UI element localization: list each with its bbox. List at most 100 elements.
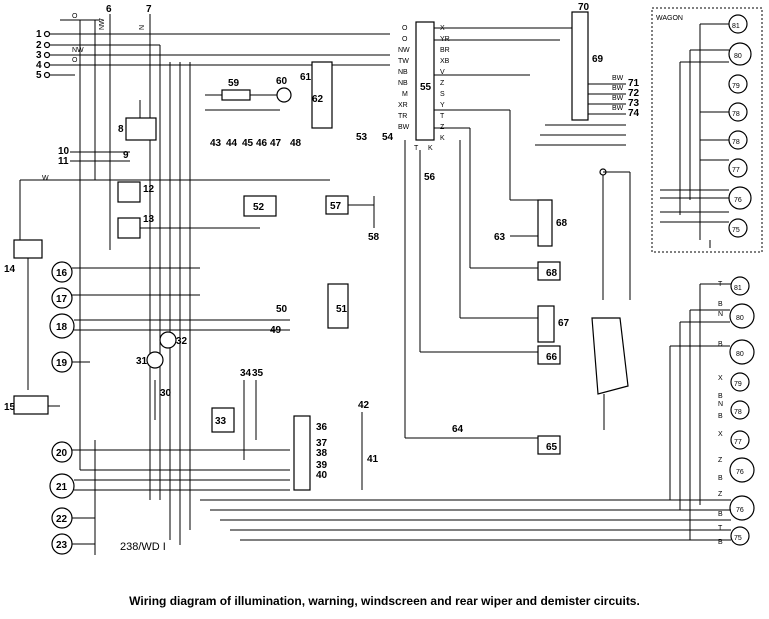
svg-text:81: 81	[734, 285, 742, 292]
connector-55-right-codes: X YR BR XB V Z S Y T Z K	[440, 25, 450, 142]
svg-text:43: 43	[210, 138, 222, 149]
svg-text:77: 77	[734, 439, 742, 446]
component-15: 15	[4, 395, 60, 415]
lamp-21: 21	[49, 473, 290, 499]
svg-text:54: 54	[382, 132, 394, 143]
svg-text:6: 6	[106, 4, 112, 15]
component-50: 60	[276, 76, 292, 103]
svg-text:BW: BW	[612, 75, 624, 82]
svg-text:8: 8	[118, 124, 124, 135]
connector-55-left-codes: O O NW NB TW NB M XR TR BW	[398, 25, 410, 131]
svg-text:B: B	[718, 511, 723, 518]
svg-text:18: 18	[56, 322, 68, 333]
component-8: 8	[118, 100, 157, 141]
svg-text:BR: BR	[440, 47, 450, 54]
svg-text:12: 12	[143, 184, 155, 195]
svg-text:T: T	[414, 145, 419, 152]
component-49: 59	[205, 78, 278, 101]
svg-text:34: 34	[240, 368, 252, 379]
right-lamp-codes: T B N B X B N B X Z B Z B T B	[718, 281, 723, 546]
svg-text:33: 33	[215, 416, 227, 427]
wagon-box	[651, 7, 763, 253]
svg-text:53: 53	[356, 132, 368, 143]
svg-text:Y: Y	[440, 102, 445, 109]
svg-text:41: 41	[367, 454, 379, 465]
svg-text:N: N	[718, 401, 723, 408]
svg-text:51: 51	[336, 304, 348, 315]
svg-text:48: 48	[290, 138, 302, 149]
svg-text:N: N	[139, 25, 146, 30]
top-wire-6: 6NW	[99, 4, 112, 250]
svg-text:V: V	[440, 69, 445, 76]
svg-text:O: O	[402, 36, 408, 43]
svg-text:20: 20	[56, 448, 68, 459]
lamp-23: 23	[51, 440, 96, 555]
svg-text:71: 71	[628, 78, 640, 89]
svg-text:76: 76	[736, 507, 744, 514]
svg-text:80: 80	[736, 351, 744, 358]
svg-text:T: T	[718, 525, 723, 532]
component-27: 33	[211, 407, 235, 433]
svg-text:B: B	[718, 539, 723, 546]
wiring-diagram: 1 2 3 4 5 10 11 O NW O W 6NW 7N 8 9 12 1…	[4, 2, 763, 555]
right-lamps: 81 80 80 79 78 77 76 76 75	[729, 276, 755, 546]
svg-text:70: 70	[578, 2, 590, 13]
svg-text:50: 50	[276, 304, 288, 315]
svg-text:78: 78	[732, 111, 740, 118]
terminal-5: 5	[36, 70, 75, 81]
svg-text:5: 5	[36, 70, 42, 81]
svg-text:76: 76	[734, 197, 742, 204]
svg-text:45: 45	[242, 138, 254, 149]
svg-text:49: 49	[270, 325, 282, 336]
svg-text:52: 52	[253, 202, 265, 213]
svg-text:56: 56	[424, 172, 436, 183]
svg-text:BW: BW	[612, 95, 624, 102]
component-12: 12	[117, 181, 155, 203]
svg-text:76: 76	[736, 469, 744, 476]
svg-text:32: 32	[176, 336, 188, 347]
main-connector-55: 55	[415, 21, 435, 141]
svg-text:44: 44	[226, 138, 238, 149]
svg-text:7: 7	[146, 4, 152, 15]
svg-text:65: 65	[546, 442, 558, 453]
component-62: 68	[537, 199, 568, 247]
svg-text:17: 17	[56, 294, 68, 305]
diagram-reference: 238/WD I	[120, 541, 166, 553]
svg-text:9: 9	[123, 150, 129, 161]
component-51-52: 61 62	[300, 61, 333, 129]
figure-caption: Wiring diagram of illumination, warning,…	[129, 594, 640, 608]
svg-text:59: 59	[228, 78, 240, 89]
svg-text:15: 15	[4, 402, 16, 413]
svg-text:Z: Z	[718, 491, 723, 498]
component-41: 57	[325, 195, 374, 215]
svg-text:BW: BW	[612, 85, 624, 92]
lamp-16: 16	[51, 261, 200, 283]
svg-text:80: 80	[734, 53, 742, 60]
component-61: 68	[537, 261, 561, 281]
component-58: 65	[537, 435, 561, 455]
svg-text:T: T	[440, 113, 445, 120]
component-14: 14	[4, 239, 43, 390]
svg-text:79: 79	[732, 83, 740, 90]
svg-text:B: B	[718, 393, 723, 400]
svg-text:64: 64	[452, 424, 464, 435]
svg-text:K: K	[440, 135, 445, 142]
component-26: 32	[159, 331, 188, 349]
terminal-1: 1	[36, 29, 390, 40]
svg-text:73: 73	[628, 98, 640, 109]
component-40: 52	[243, 195, 277, 217]
svg-text:74: 74	[628, 108, 640, 119]
terminal-10: 10	[58, 146, 130, 157]
svg-text:NW: NW	[99, 18, 106, 30]
svg-text:67: 67	[558, 318, 570, 329]
svg-text:72: 72	[628, 88, 640, 99]
svg-text:B: B	[718, 413, 723, 420]
svg-text:11: 11	[58, 156, 69, 167]
svg-text:14: 14	[4, 264, 16, 275]
svg-text:BW: BW	[398, 124, 410, 131]
svg-text:30: 30	[160, 388, 172, 399]
component-60: 67	[537, 305, 570, 343]
svg-text:TR: TR	[398, 113, 407, 120]
svg-text:78: 78	[732, 139, 740, 146]
svg-text:10: 10	[58, 146, 70, 157]
